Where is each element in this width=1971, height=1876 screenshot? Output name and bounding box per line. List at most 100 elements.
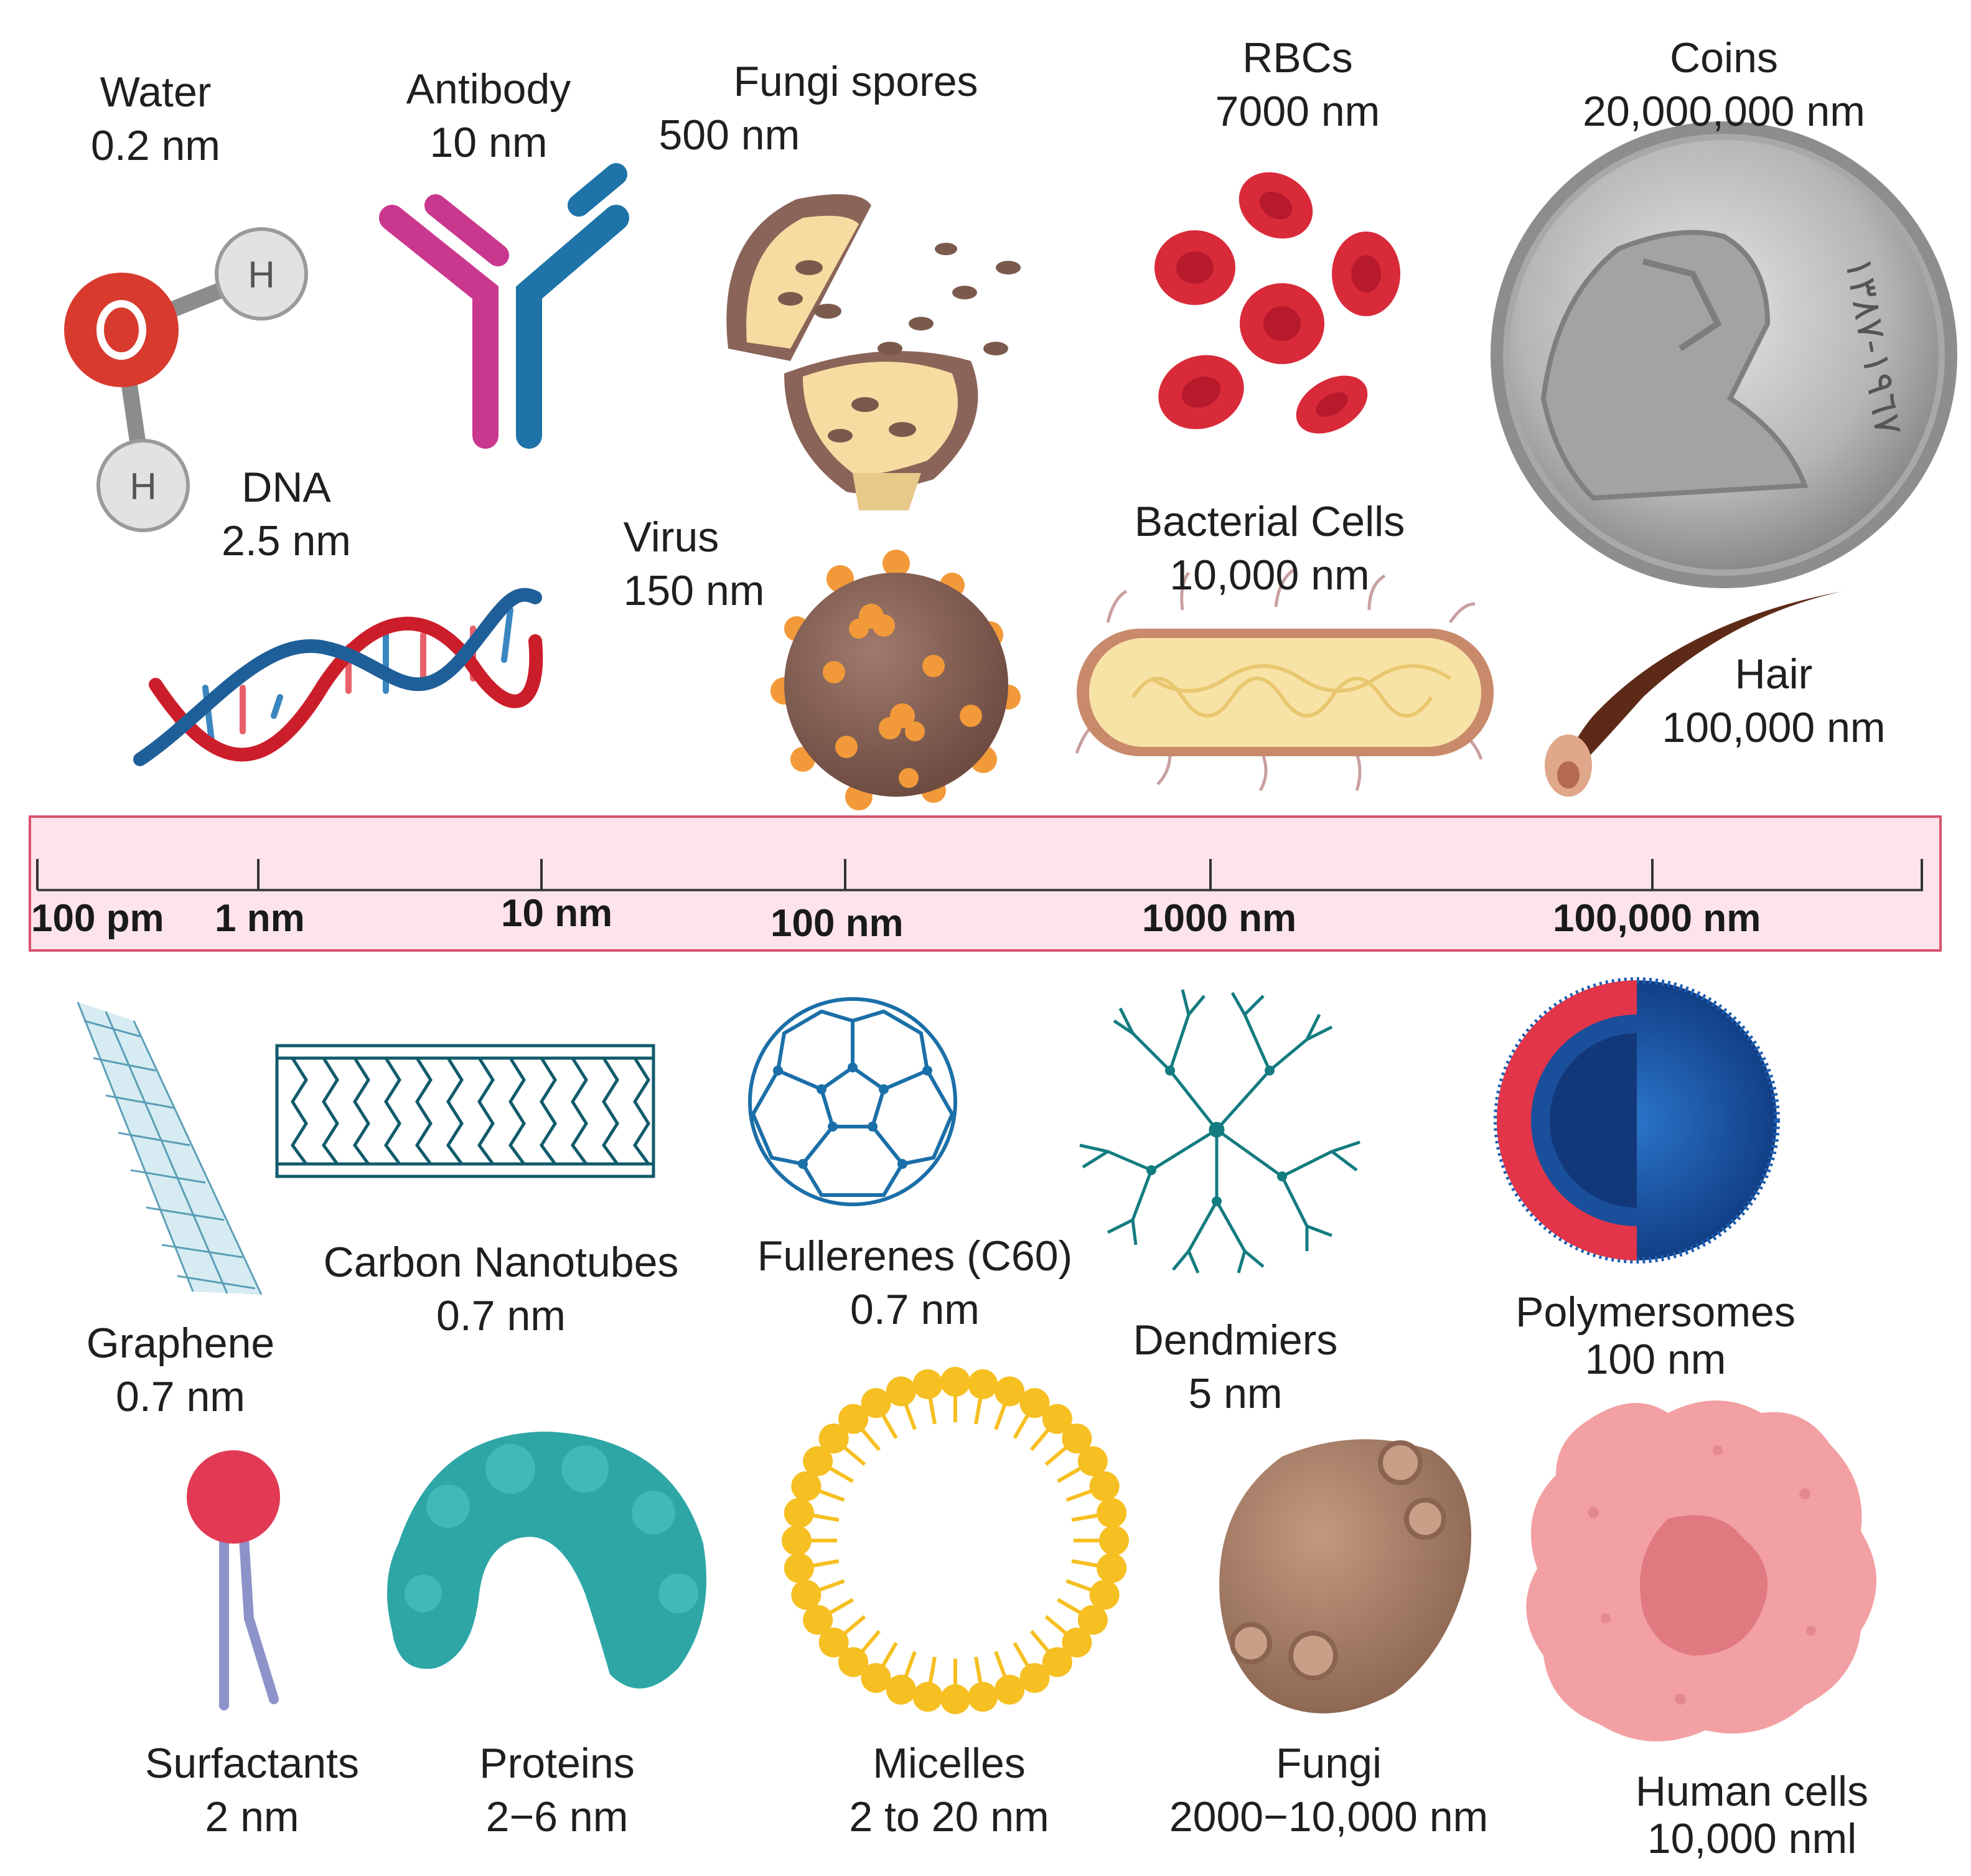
item-name: Proteins: [479, 1740, 635, 1787]
item-label-coins: Coins 20,000,000 nm: [1583, 31, 1865, 138]
micelle-head: [1097, 1498, 1127, 1528]
item-name: Micelles: [873, 1740, 1026, 1787]
item-label-water: Water 0.2 nm: [91, 65, 220, 172]
scale-tick-label: 100 pm: [31, 897, 164, 940]
micelle-head: [838, 1647, 869, 1677]
svg-text:H: H: [248, 254, 274, 296]
item-name: Fungi spores: [733, 58, 978, 105]
micelle-head: [1019, 1388, 1050, 1419]
virus-icon: [770, 550, 1021, 810]
micelle-head: [1089, 1471, 1120, 1501]
water-molecule-icon: H H: [64, 227, 308, 532]
item-label-virus: Virus 150 nm: [624, 510, 765, 617]
antibody-icon: [379, 163, 629, 449]
dna-helix-icon: [133, 588, 543, 766]
item-name: Dendmiers: [1133, 1316, 1338, 1364]
surfactant-icon: [187, 1450, 280, 1710]
polymersome-icon: [1494, 977, 1780, 1264]
item-label-fungi-spores: Fungi spores 500 nm: [658, 55, 978, 162]
micelle-head: [886, 1376, 916, 1407]
micelle-head: [1062, 1423, 1092, 1454]
micelle-head: [1077, 1446, 1108, 1476]
item-label-micelles: Micelles 2 to 20 nm: [849, 1737, 1049, 1844]
item-name: Water: [100, 68, 212, 116]
protein-icon: [387, 1432, 706, 1689]
micelle-head: [784, 1553, 814, 1583]
micelle-head: [791, 1580, 822, 1610]
carbon-nanotube-icon: [275, 1044, 655, 1178]
item-size: 2000−10,000 nm: [1169, 1793, 1489, 1841]
micelle-head: [784, 1498, 814, 1528]
item-name: Polymersomes: [1515, 1288, 1795, 1336]
item-name: Virus: [623, 514, 719, 561]
item-size: 2 nm: [205, 1793, 299, 1841]
item-label-graphene: Graphene 0.7 nm: [87, 1316, 274, 1423]
micelle-head: [1089, 1580, 1120, 1610]
item-name: Antibody: [406, 65, 571, 113]
item-label-fullerenes: Fullerenes (C60) 0.7 nm: [757, 1229, 1072, 1336]
scale-tick-label: 1000 nm: [1142, 897, 1297, 940]
item-size: 0.7 nm: [850, 1286, 980, 1333]
micelle-head: [968, 1369, 998, 1399]
item-name: DNA: [241, 464, 331, 511]
item-label-human-cells: Human cells 10,000 nml: [1636, 1768, 1868, 1862]
item-name: Surfactants: [145, 1740, 359, 1787]
item-label-antibody: Antibody 10 nm: [406, 62, 571, 169]
graphene-sheet-icon: [77, 1001, 263, 1295]
item-size: 10,000 nml: [1647, 1815, 1857, 1862]
micelle-head: [1099, 1526, 1129, 1555]
item-name: Human cells: [1635, 1768, 1869, 1815]
micelle-head: [1019, 1663, 1050, 1693]
micelle-head: [818, 1627, 849, 1658]
item-size: 2.5 nm: [222, 517, 351, 565]
item-label-hair: Hair 100,000 nm: [1662, 647, 1885, 754]
item-label-polymersomes: Polymersomes 100 nm: [1515, 1288, 1795, 1383]
item-name: Fungi: [1275, 1740, 1382, 1787]
scale-tick-label: 100,000 nm: [1553, 897, 1761, 940]
red-blood-cells-icon: [1154, 172, 1400, 434]
micelle-head: [803, 1605, 833, 1635]
item-size: 2−6 nm: [485, 1793, 629, 1841]
fullerene-icon: [748, 997, 957, 1206]
hair-follicle-icon: [1545, 591, 1842, 797]
item-size: 10 nm: [429, 119, 548, 166]
item-size: 10,000 nm: [1169, 551, 1370, 599]
dendrimer-icon: [1079, 989, 1360, 1273]
micelle-head: [886, 1674, 916, 1705]
scale-tick-label: 1 nm: [215, 897, 305, 940]
item-name: Hair: [1735, 650, 1813, 698]
item-label-dendmiers: Dendmiers 5 nm: [1133, 1313, 1338, 1420]
item-label-proteins: Proteins 2−6 nm: [479, 1737, 634, 1844]
fungi-cell-icon: [1219, 1439, 1471, 1714]
micelle-head: [995, 1674, 1025, 1705]
item-size: 100 nm: [1585, 1336, 1726, 1383]
item-name: RBCs: [1242, 34, 1353, 82]
micelle-head: [968, 1682, 998, 1712]
bacterium-icon: [1075, 568, 1494, 792]
item-size: 5 nm: [1188, 1370, 1283, 1417]
micelle-head: [1062, 1627, 1092, 1658]
item-name: Coins: [1670, 34, 1778, 82]
micelle-head: [861, 1663, 891, 1693]
item-label-surfactants: Surfactants 2 nm: [145, 1737, 359, 1844]
item-size: 100,000 nm: [1662, 704, 1886, 751]
micelle-head: [861, 1388, 891, 1419]
item-name: Bacterial Cells: [1134, 498, 1405, 545]
item-name: Graphene: [86, 1320, 275, 1367]
fungi-spores-icon: [726, 194, 1021, 510]
micelle-head: [803, 1446, 833, 1476]
item-size: 7000 nm: [1215, 88, 1380, 135]
item-label-carbon-nanotubes: Carbon Nanotubes 0.7 nm: [324, 1236, 679, 1343]
item-label-rbcs: RBCs 7000 nm: [1215, 31, 1380, 138]
micelle-head: [912, 1369, 943, 1399]
micelle-head: [818, 1423, 849, 1454]
item-name: Carbon Nanotubes: [323, 1239, 679, 1286]
micelle-head: [1097, 1553, 1127, 1583]
item-size: 0.7 nm: [116, 1373, 245, 1420]
micelle-head: [1042, 1647, 1072, 1677]
scale-tick-label: 10 nm: [501, 892, 613, 935]
human-cell-icon: [1526, 1400, 1876, 1742]
item-label-fungi: Fungi 2000−10,000 nm: [1169, 1737, 1488, 1844]
